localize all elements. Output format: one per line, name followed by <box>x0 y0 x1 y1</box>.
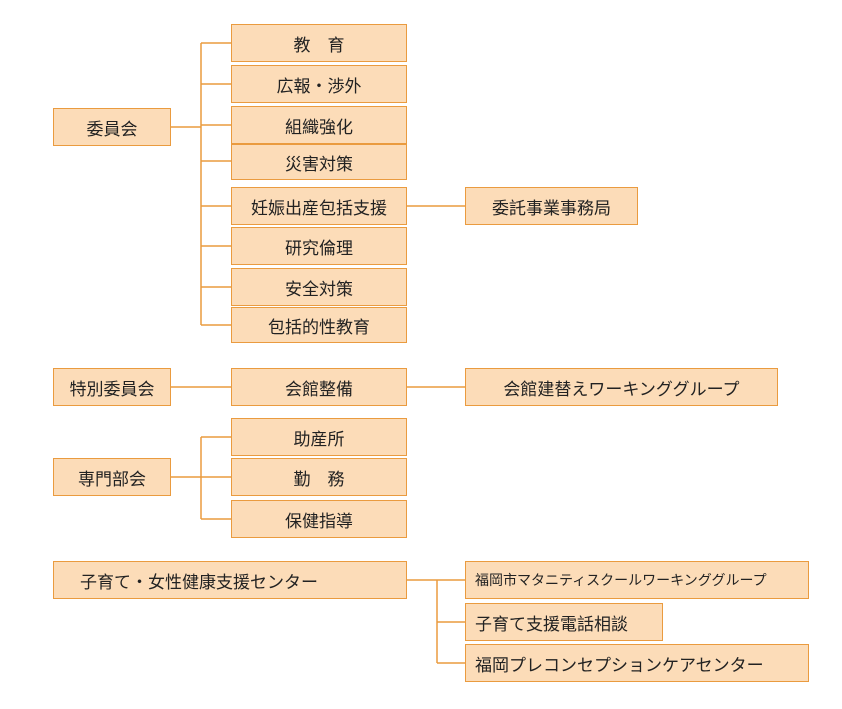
committee-education: 教 育 <box>231 24 407 62</box>
hall-maintenance-box: 会館整備 <box>231 368 407 406</box>
section-midwifery-home: 助産所 <box>231 418 407 456</box>
special-committee-box: 特別委員会 <box>53 368 171 406</box>
committee-organization: 組織強化 <box>231 106 407 144</box>
preconception-care-center-box: 福岡プレコンセプションケアセンター <box>465 644 809 682</box>
committee-research-ethics: 研究倫理 <box>231 227 407 265</box>
section-health-guidance: 保健指導 <box>231 500 407 538</box>
maternity-school-wg-box: 福岡市マタニティスクールワーキンググループ <box>465 561 809 599</box>
section-employed: 勤 務 <box>231 458 407 496</box>
phone-consultation-box: 子育て支援電話相談 <box>465 603 663 641</box>
committee-pregnancy-support: 妊娠出産包括支援 <box>231 187 407 225</box>
specialized-sections-box: 専門部会 <box>53 458 171 496</box>
committee-sex-education: 包括的性教育 <box>231 307 407 343</box>
support-center-box: 子育て・女性健康支援センター <box>53 561 407 599</box>
hall-rebuild-wg-box: 会館建替えワーキンググループ <box>465 368 778 406</box>
committee-disaster: 災害対策 <box>231 144 407 180</box>
committees-box: 委員会 <box>53 108 171 146</box>
committee-safety: 安全対策 <box>231 268 407 306</box>
connector-lines <box>171 42 465 664</box>
contract-office-box: 委託事業事務局 <box>465 187 638 225</box>
committee-pr: 広報・渉外 <box>231 65 407 103</box>
